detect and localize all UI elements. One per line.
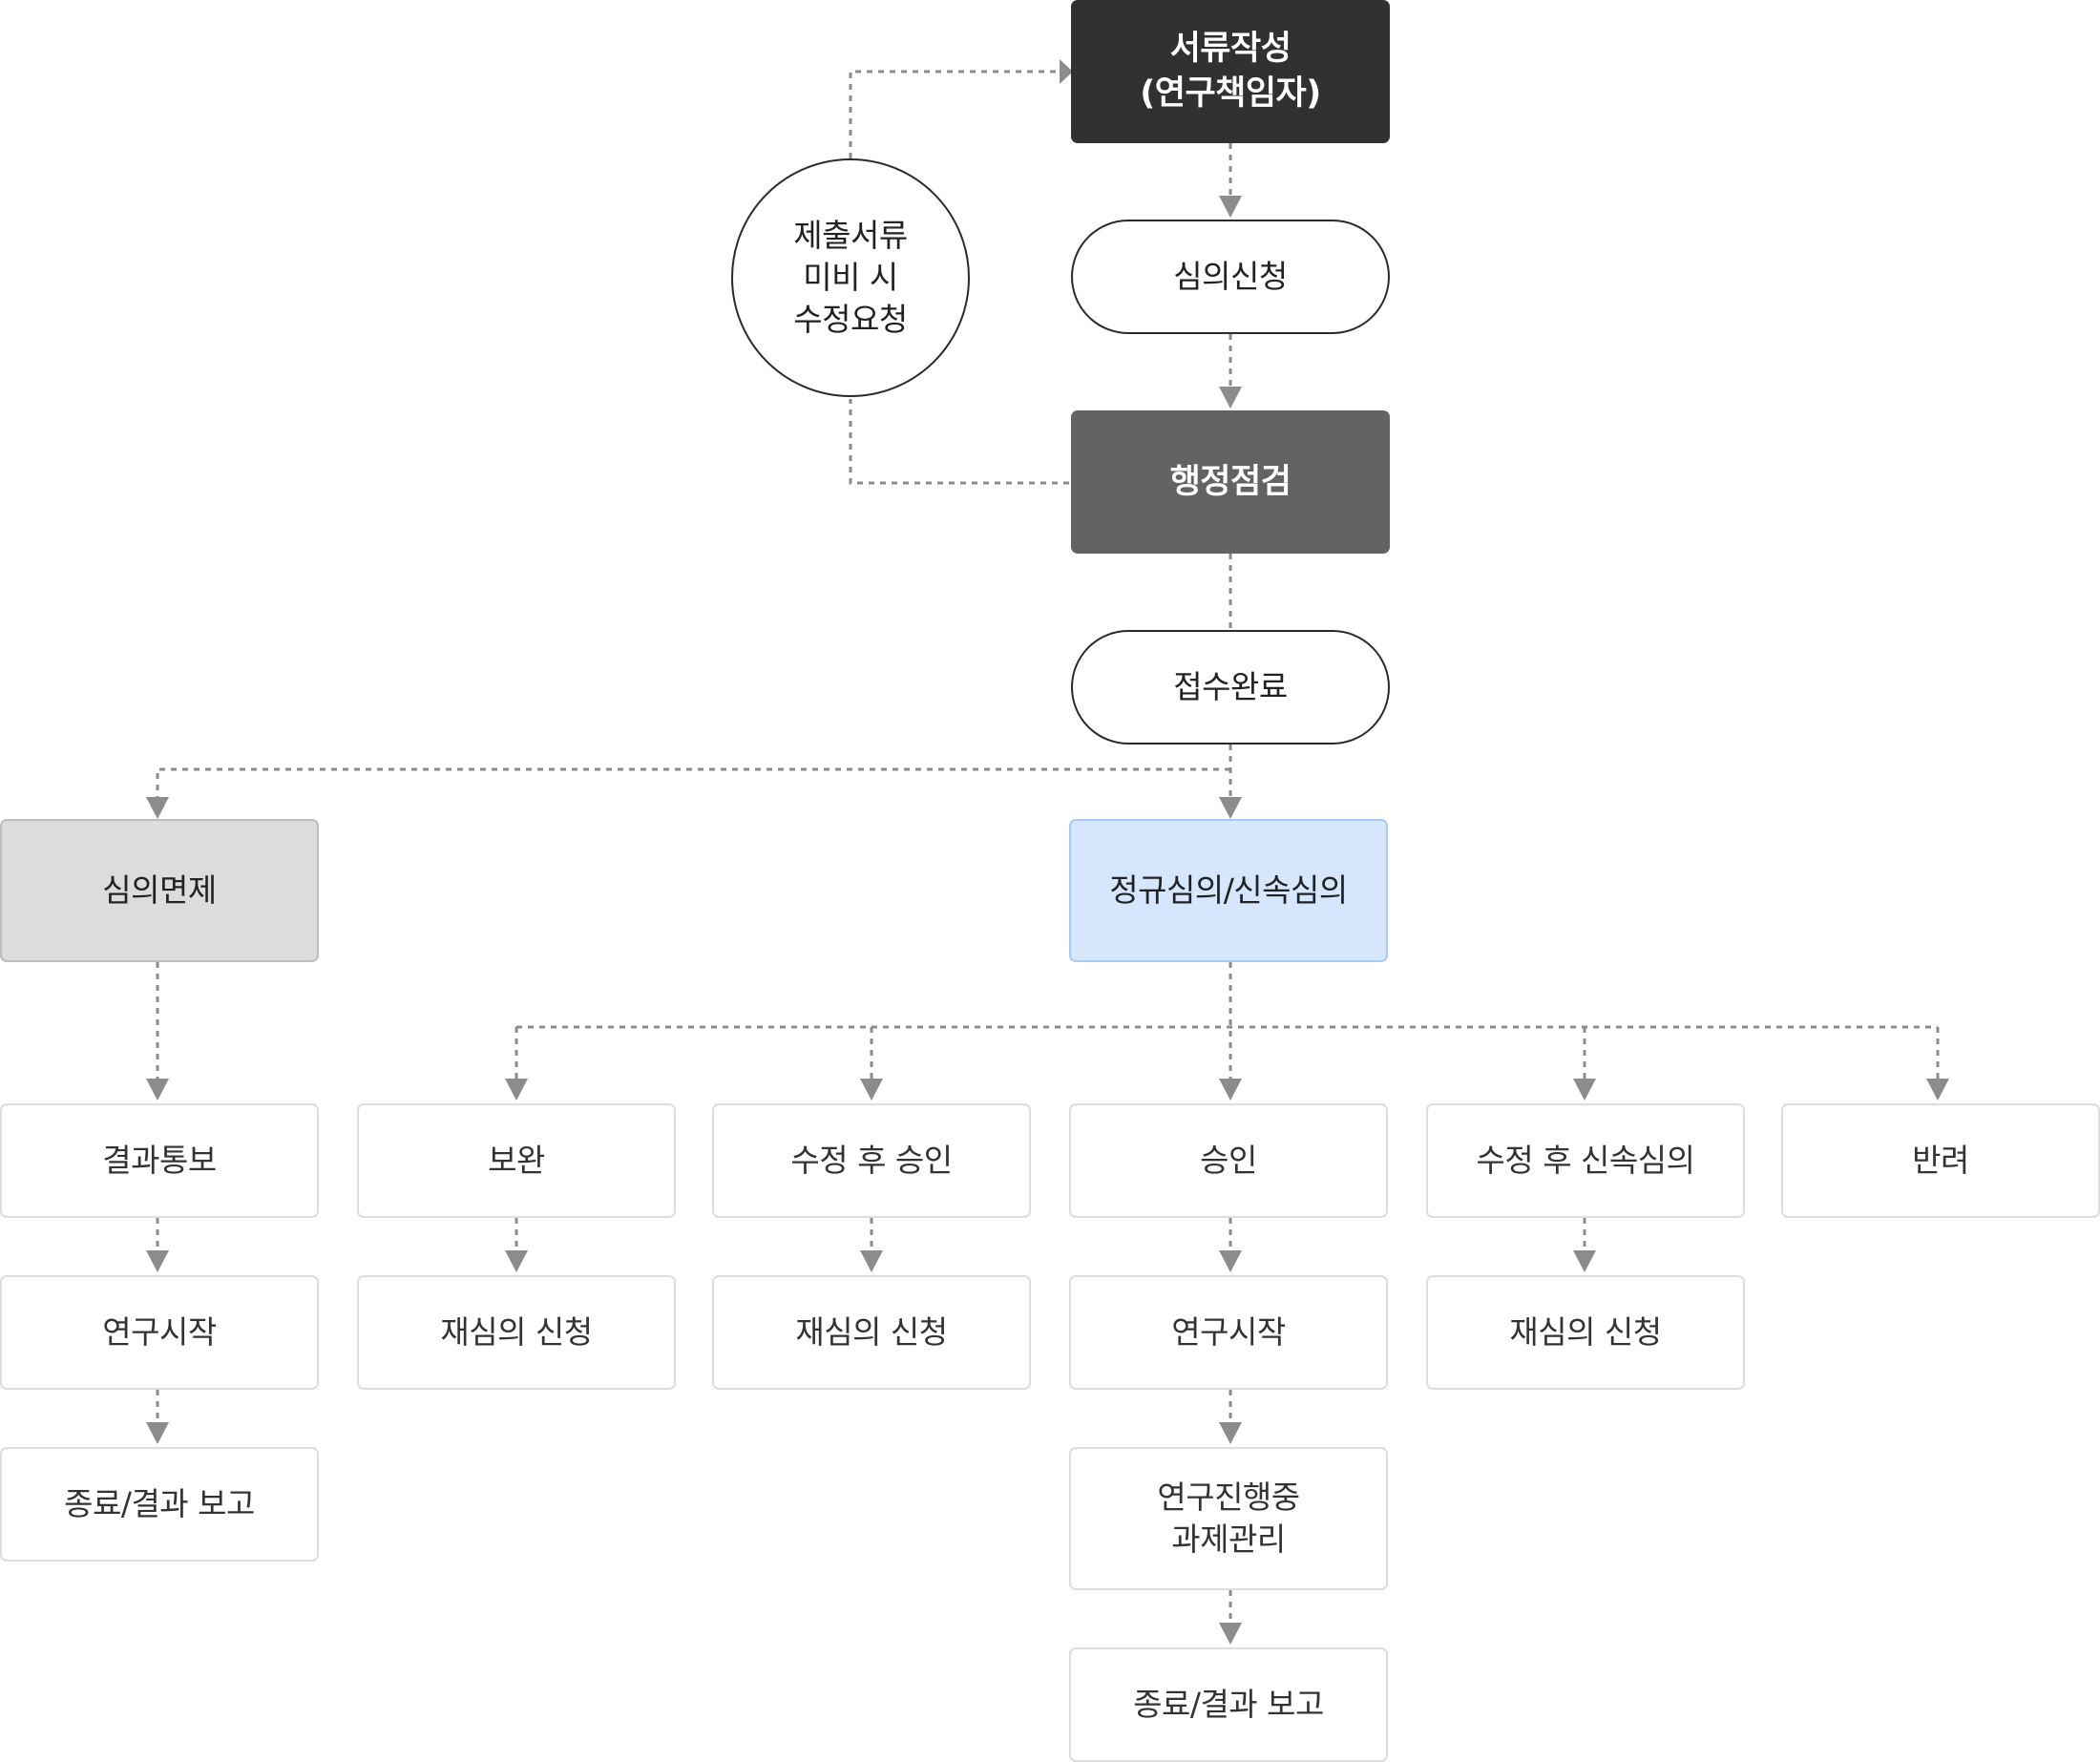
arrowhead — [146, 797, 169, 819]
arrowhead — [860, 1079, 883, 1101]
arrowhead — [1219, 196, 1242, 218]
node-approve: 승인 — [1069, 1103, 1388, 1218]
node-reject: 반려 — [1781, 1103, 2100, 1218]
arrowhead — [1219, 1250, 1242, 1272]
feedback-connector — [849, 70, 1060, 158]
arrowhead — [1060, 59, 1073, 84]
connector-line — [156, 767, 1230, 802]
arrowhead — [146, 1250, 169, 1272]
node-resubmit-approve-after-revision: 재심의 신청 — [712, 1275, 1031, 1390]
node-apply-review: 심의신청 — [1071, 220, 1390, 334]
arrowhead — [1573, 1250, 1596, 1272]
arrowhead — [1219, 1079, 1242, 1101]
node-resubmit-supplement: 재심의 신청 — [357, 1275, 676, 1390]
node-research-start-exempt: 연구시작 — [0, 1275, 319, 1390]
arrowhead — [505, 1250, 528, 1272]
arrowhead — [146, 1079, 169, 1101]
node-approve-after-revision: 수정 후 승인 — [712, 1103, 1031, 1218]
arrowhead — [1219, 1623, 1242, 1645]
arrowhead — [146, 1422, 169, 1444]
node-final-report-exempt: 종료/결과 보고 — [0, 1447, 319, 1562]
node-final-report: 종료/결과 보고 — [1069, 1647, 1388, 1762]
node-regular-review: 정규심의/신속심의 — [1069, 819, 1388, 962]
arrowhead — [1926, 1079, 1949, 1101]
arrowhead — [860, 1250, 883, 1272]
arrowhead — [1219, 387, 1242, 409]
node-expedited-after-revision: 수정 후 신속심의 — [1426, 1103, 1745, 1218]
arrowhead — [1219, 1422, 1242, 1444]
node-result-notice: 결과통보 — [0, 1103, 319, 1218]
node-write-docs: 서류작성 (연구책임자) — [1071, 0, 1390, 143]
arrowhead — [1573, 1079, 1596, 1101]
node-research-start: 연구시작 — [1069, 1275, 1388, 1390]
arrowhead — [505, 1079, 528, 1101]
node-admin-check: 행정점검 — [1071, 410, 1390, 554]
node-supplement: 보완 — [357, 1103, 676, 1218]
node-resubmit-expedited: 재심의 신청 — [1426, 1275, 1745, 1390]
node-revision-request: 제출서류 미비 시 수정요청 — [731, 158, 970, 397]
node-receipt-done: 접수완료 — [1071, 630, 1390, 745]
node-in-progress: 연구진행중 과제관리 — [1069, 1447, 1388, 1590]
node-exempt: 심의면제 — [0, 819, 319, 962]
feedback-connector — [849, 399, 1069, 485]
arrowhead — [1219, 797, 1242, 819]
